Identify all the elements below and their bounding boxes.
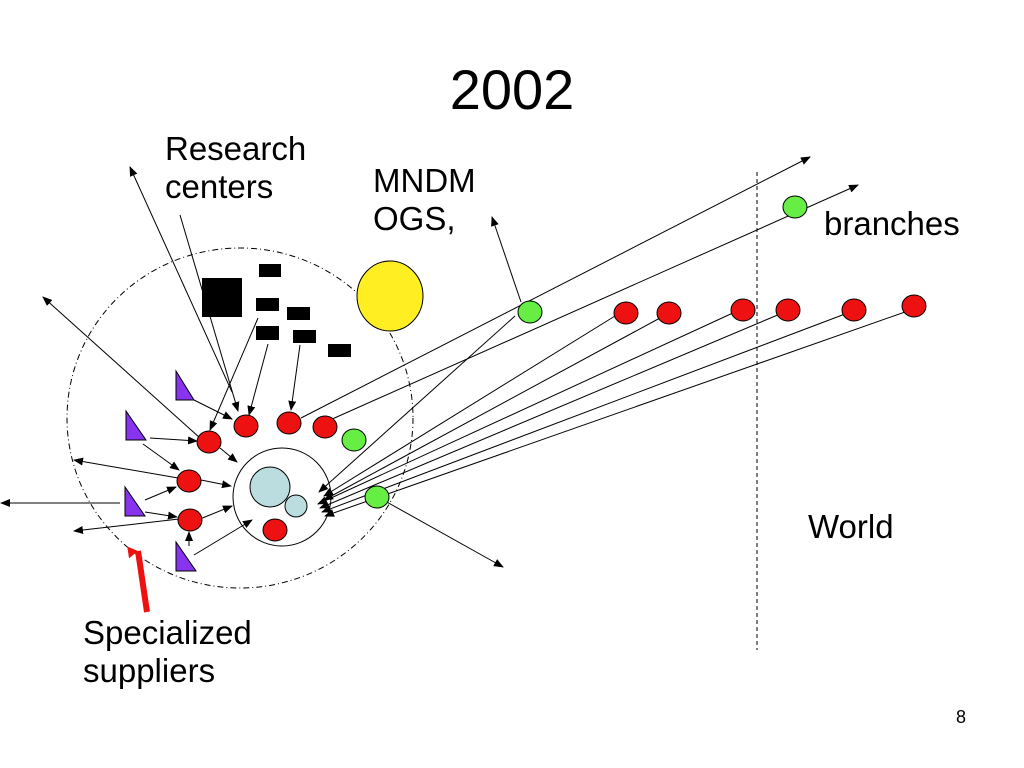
mndm-line2: OGS, <box>373 199 456 237</box>
arrow <box>199 505 233 520</box>
core-node-small <box>284 494 308 518</box>
firm-node <box>775 298 801 322</box>
specialized-suppliers-line2: suppliers <box>83 651 216 689</box>
arrow <box>189 397 233 420</box>
arrow <box>384 500 504 568</box>
page-number: 8 <box>955 707 966 727</box>
branch-node <box>782 195 808 219</box>
arrow <box>149 436 198 445</box>
supplier-triangle <box>175 369 195 401</box>
mndm-line1: MNDM <box>373 162 476 199</box>
arrow <box>329 184 859 421</box>
branch-node <box>341 428 367 452</box>
branch-node <box>364 485 390 509</box>
arrow <box>73 457 179 479</box>
research-center-blocks <box>202 264 351 357</box>
local-firm-nodes <box>176 411 338 532</box>
core-firm <box>262 518 288 542</box>
arrow <box>129 166 233 393</box>
firm-node <box>196 430 222 454</box>
arrow <box>321 313 846 513</box>
arrow <box>323 317 661 501</box>
research-block <box>328 344 351 357</box>
firm-node <box>233 414 259 438</box>
research-block <box>259 264 281 277</box>
arrow <box>209 317 259 431</box>
arrow <box>317 311 736 505</box>
research-centers-label: Research centers <box>165 130 306 206</box>
arrow <box>318 315 516 493</box>
firm-node <box>730 298 756 322</box>
supplier-triangle <box>125 409 147 441</box>
arrow <box>193 519 253 556</box>
world-firm-nodes <box>613 294 927 325</box>
research-centers-line2: centers <box>165 167 274 205</box>
arrow <box>42 296 201 439</box>
arrow <box>73 518 180 534</box>
mndm-ogs-label: MNDM OGS, <box>373 162 476 238</box>
firm-node <box>841 298 867 322</box>
firm-node <box>177 508 203 532</box>
firm-node <box>276 411 302 435</box>
firm-node <box>176 469 202 493</box>
arrow <box>144 511 178 520</box>
branches-label: branches <box>824 205 960 242</box>
firm-node <box>901 294 927 318</box>
arrow <box>324 311 906 517</box>
supplier-triangle <box>175 540 197 572</box>
specialized-suppliers-line1: Specialized <box>83 614 252 651</box>
arrow <box>142 443 180 471</box>
branch-node <box>517 300 543 324</box>
arrow <box>144 486 177 501</box>
firm-node <box>613 301 639 325</box>
arrow <box>200 479 232 489</box>
arrow <box>288 344 301 411</box>
research-centers-line1: Research <box>165 130 307 167</box>
research-block <box>293 330 316 343</box>
arrow <box>247 343 269 416</box>
supplier-pointer-arrow <box>127 546 150 613</box>
arrow <box>219 447 238 463</box>
world-label: World <box>808 508 894 545</box>
flow-arrows <box>0 156 906 568</box>
research-block <box>256 298 279 311</box>
arrow <box>323 315 616 497</box>
ministry-node <box>356 260 424 332</box>
research-block <box>287 307 310 320</box>
arrow <box>179 214 240 412</box>
arrow <box>319 313 781 509</box>
cluster-boundary <box>66 247 414 589</box>
supplier-triangle <box>124 485 146 517</box>
slide-title: 2002 <box>449 58 575 121</box>
core-node-large <box>249 466 291 508</box>
research-block <box>256 326 279 340</box>
firm-node <box>656 301 682 325</box>
arrow <box>491 216 522 303</box>
branch-nodes <box>341 195 808 509</box>
arrow <box>300 156 811 419</box>
firm-node <box>312 415 338 439</box>
supplier-nodes <box>124 369 197 572</box>
specialized-suppliers-label: Specialized suppliers <box>83 614 252 690</box>
